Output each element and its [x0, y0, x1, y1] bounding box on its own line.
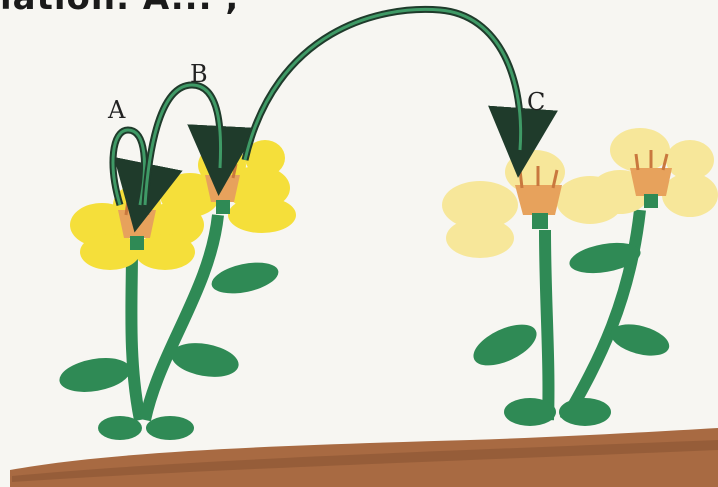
leaf	[146, 416, 194, 440]
leaf	[467, 316, 542, 374]
arrow-c	[245, 9, 521, 160]
label-c: C	[527, 88, 545, 116]
flower-center	[515, 185, 562, 215]
leaf	[559, 398, 611, 426]
leaf	[504, 398, 556, 426]
flower-d	[590, 128, 718, 217]
leaf	[169, 338, 242, 381]
stem	[545, 230, 548, 420]
flower-center	[205, 175, 240, 202]
label-a: A	[108, 96, 125, 124]
leaf	[98, 416, 142, 440]
leaf	[209, 257, 281, 299]
stem	[565, 210, 640, 420]
flower-center	[630, 168, 672, 196]
label-b: B	[190, 60, 208, 88]
leaf	[57, 353, 133, 397]
flower-center	[118, 210, 156, 238]
stem	[131, 250, 140, 420]
